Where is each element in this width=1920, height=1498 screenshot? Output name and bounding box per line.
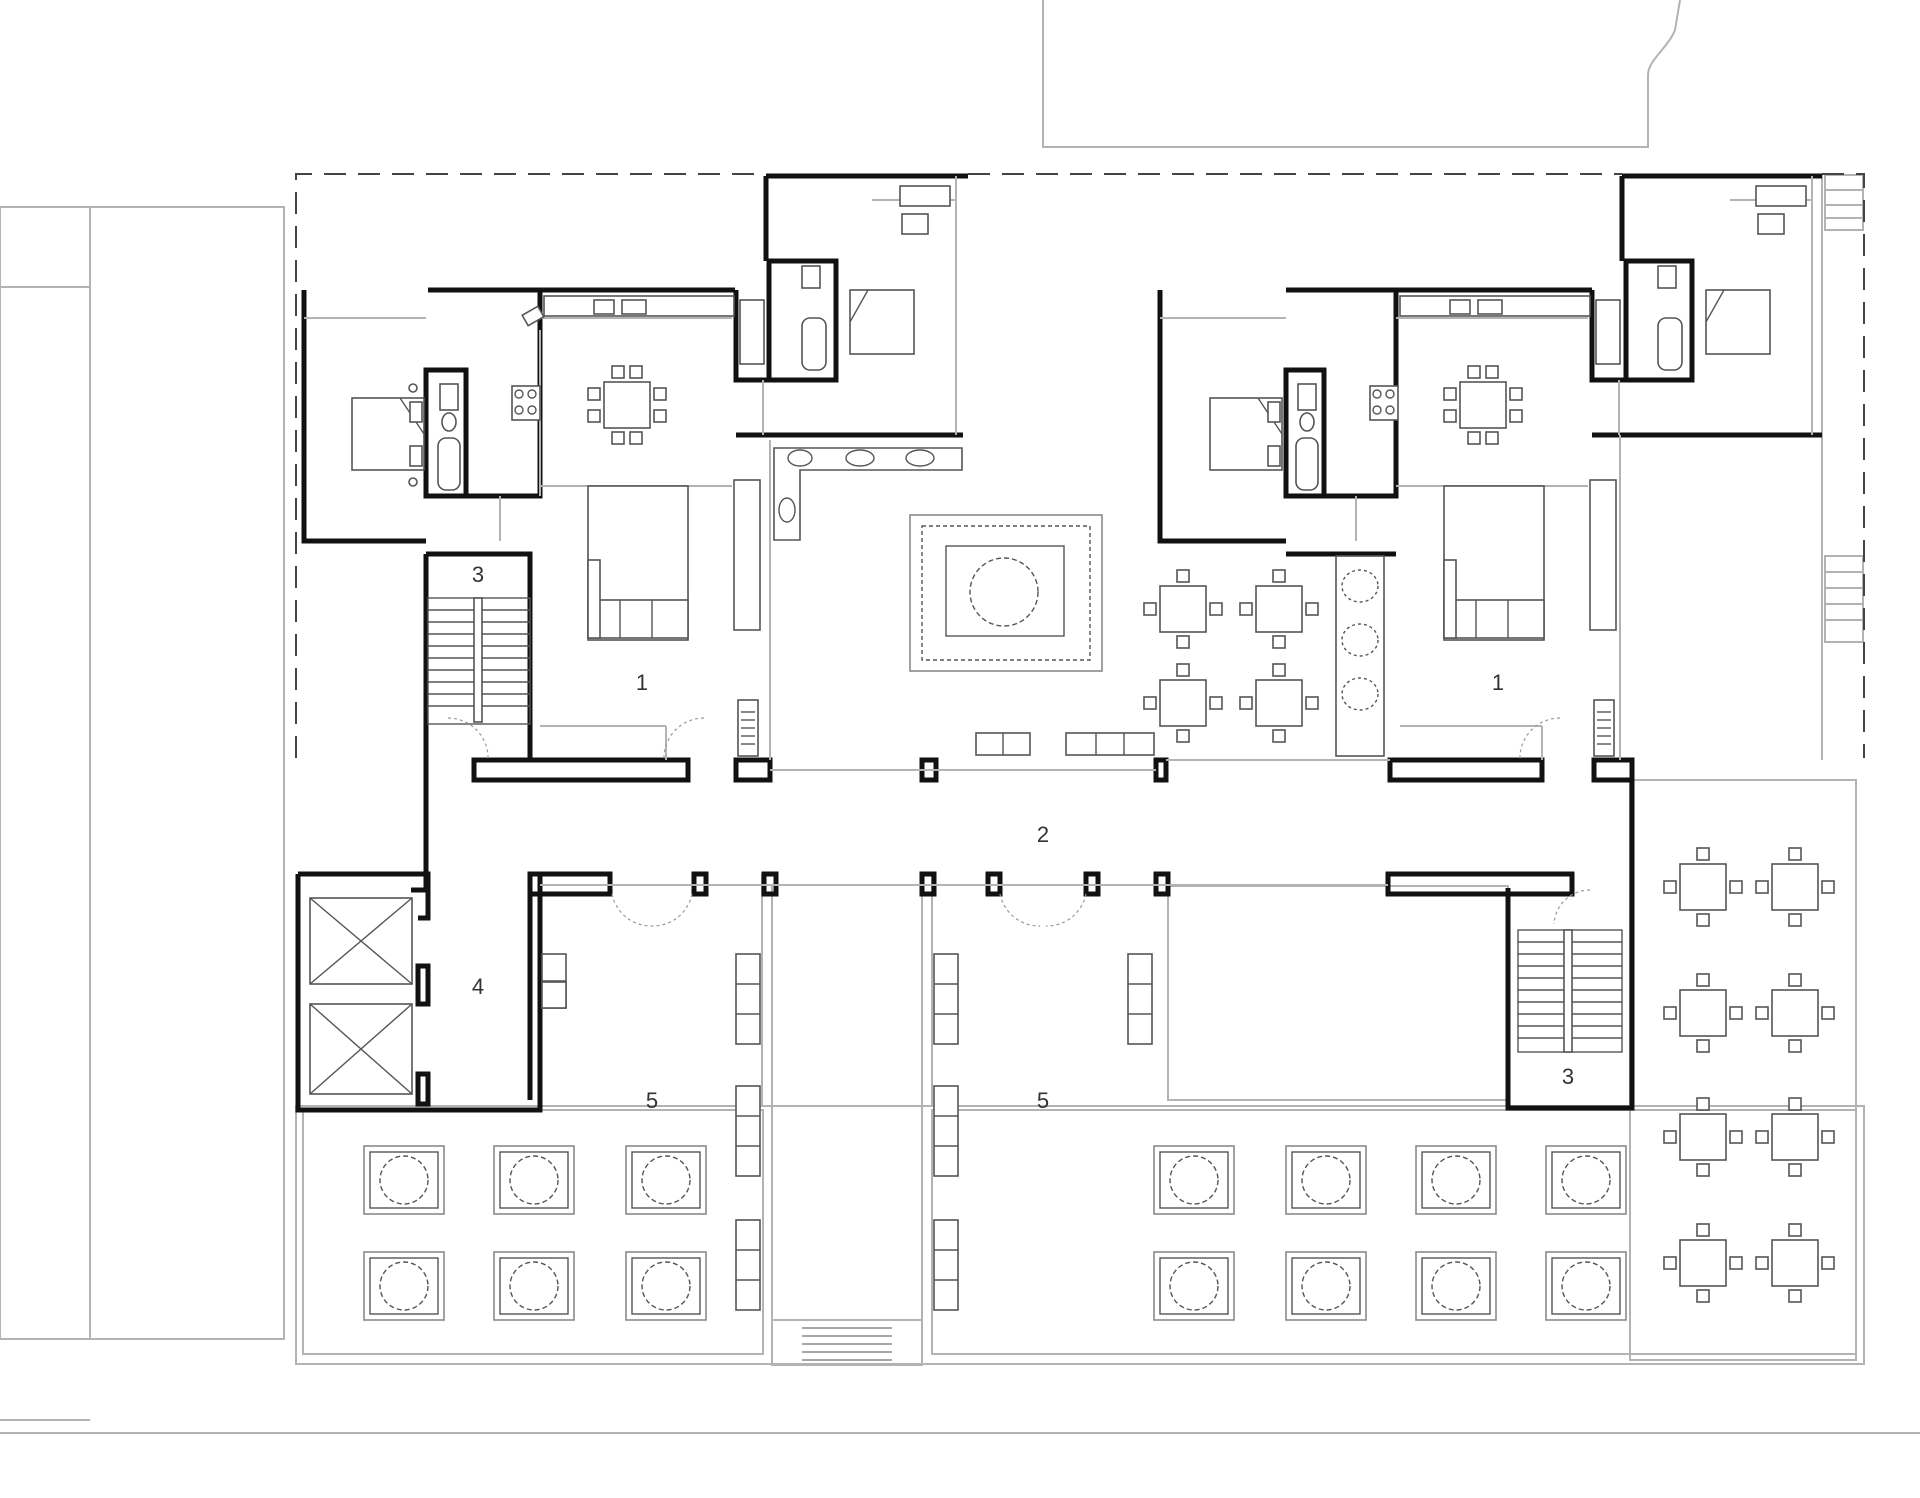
tree-planters xyxy=(363,1145,1627,1321)
label-stair-left: 3 xyxy=(472,562,484,587)
furniture-left-unit xyxy=(351,185,951,757)
garden-benches xyxy=(541,953,1153,1311)
label-unit-right: 1 xyxy=(1492,670,1504,695)
label-unit-left: 1 xyxy=(636,670,648,695)
furniture-right-unit xyxy=(1209,185,1807,757)
room-labels: 1 1 2 3 3 4 5 5 xyxy=(472,562,1574,1113)
stair-left-drawing xyxy=(427,597,531,725)
label-elevators: 4 xyxy=(472,974,484,999)
label-garden-center: 5 xyxy=(1037,1088,1049,1113)
elevator-shafts xyxy=(309,897,413,1095)
cafe-tables-courtyard xyxy=(1143,569,1319,743)
site-context xyxy=(0,0,1920,1434)
cafe-tables-terrace xyxy=(1663,847,1835,1303)
courtyard-planter xyxy=(773,447,1385,757)
label-corridor: 2 xyxy=(1037,822,1049,847)
label-stair-right: 3 xyxy=(1562,1064,1574,1089)
property-line xyxy=(295,173,1865,758)
door-swings xyxy=(447,717,1591,927)
stair-right-drawing xyxy=(1517,929,1623,1053)
interior-lines xyxy=(304,176,1813,886)
walls xyxy=(295,173,1822,1113)
label-garden-left: 5 xyxy=(646,1088,658,1113)
